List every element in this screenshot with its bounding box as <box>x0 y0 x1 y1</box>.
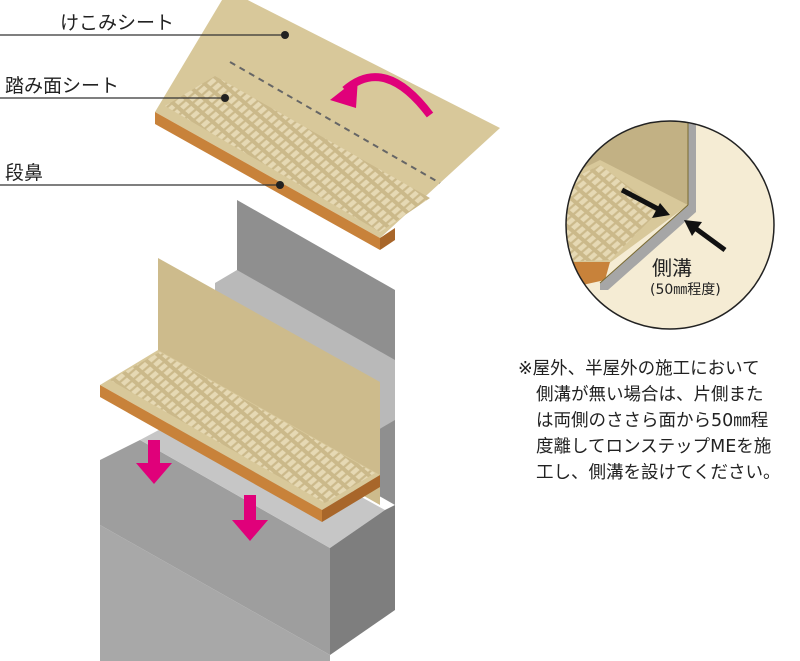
label-nosing: 段鼻 <box>5 162 44 184</box>
leader-lines <box>0 34 285 186</box>
fold-arrow-head <box>330 78 358 108</box>
label-tread-sheet: 踏み面シート <box>5 75 120 97</box>
fold-line <box>229 61 441 184</box>
installation-note: ※屋外、半屋外の施工において 側溝が無い場合は、片側また は両側のささら面から5… <box>518 356 798 486</box>
detail-circle <box>565 120 775 330</box>
detail-title: 側溝 <box>652 256 692 280</box>
arrow-icon <box>684 220 702 236</box>
label-riser-sheet: けこみシート <box>60 12 175 34</box>
arrow-icon <box>652 203 670 218</box>
note-line: 度離してロンステップMEを施 <box>536 437 772 457</box>
note-line: は両側のささら面から50㎜程 <box>536 411 769 431</box>
note-line: ※屋外、半屋外の施工において <box>518 359 760 379</box>
note-line: 側溝が無い場合は、片側また <box>536 385 764 405</box>
down-arrow-icon <box>136 440 172 484</box>
detail-subtitle: (50㎜程度) <box>650 282 721 298</box>
down-arrow-icon <box>232 495 268 541</box>
placed-sheet <box>100 258 380 522</box>
note-line: 工し、側溝を設けてください。 <box>536 463 781 483</box>
place-arrows <box>136 440 268 541</box>
top-sheet <box>155 0 500 250</box>
